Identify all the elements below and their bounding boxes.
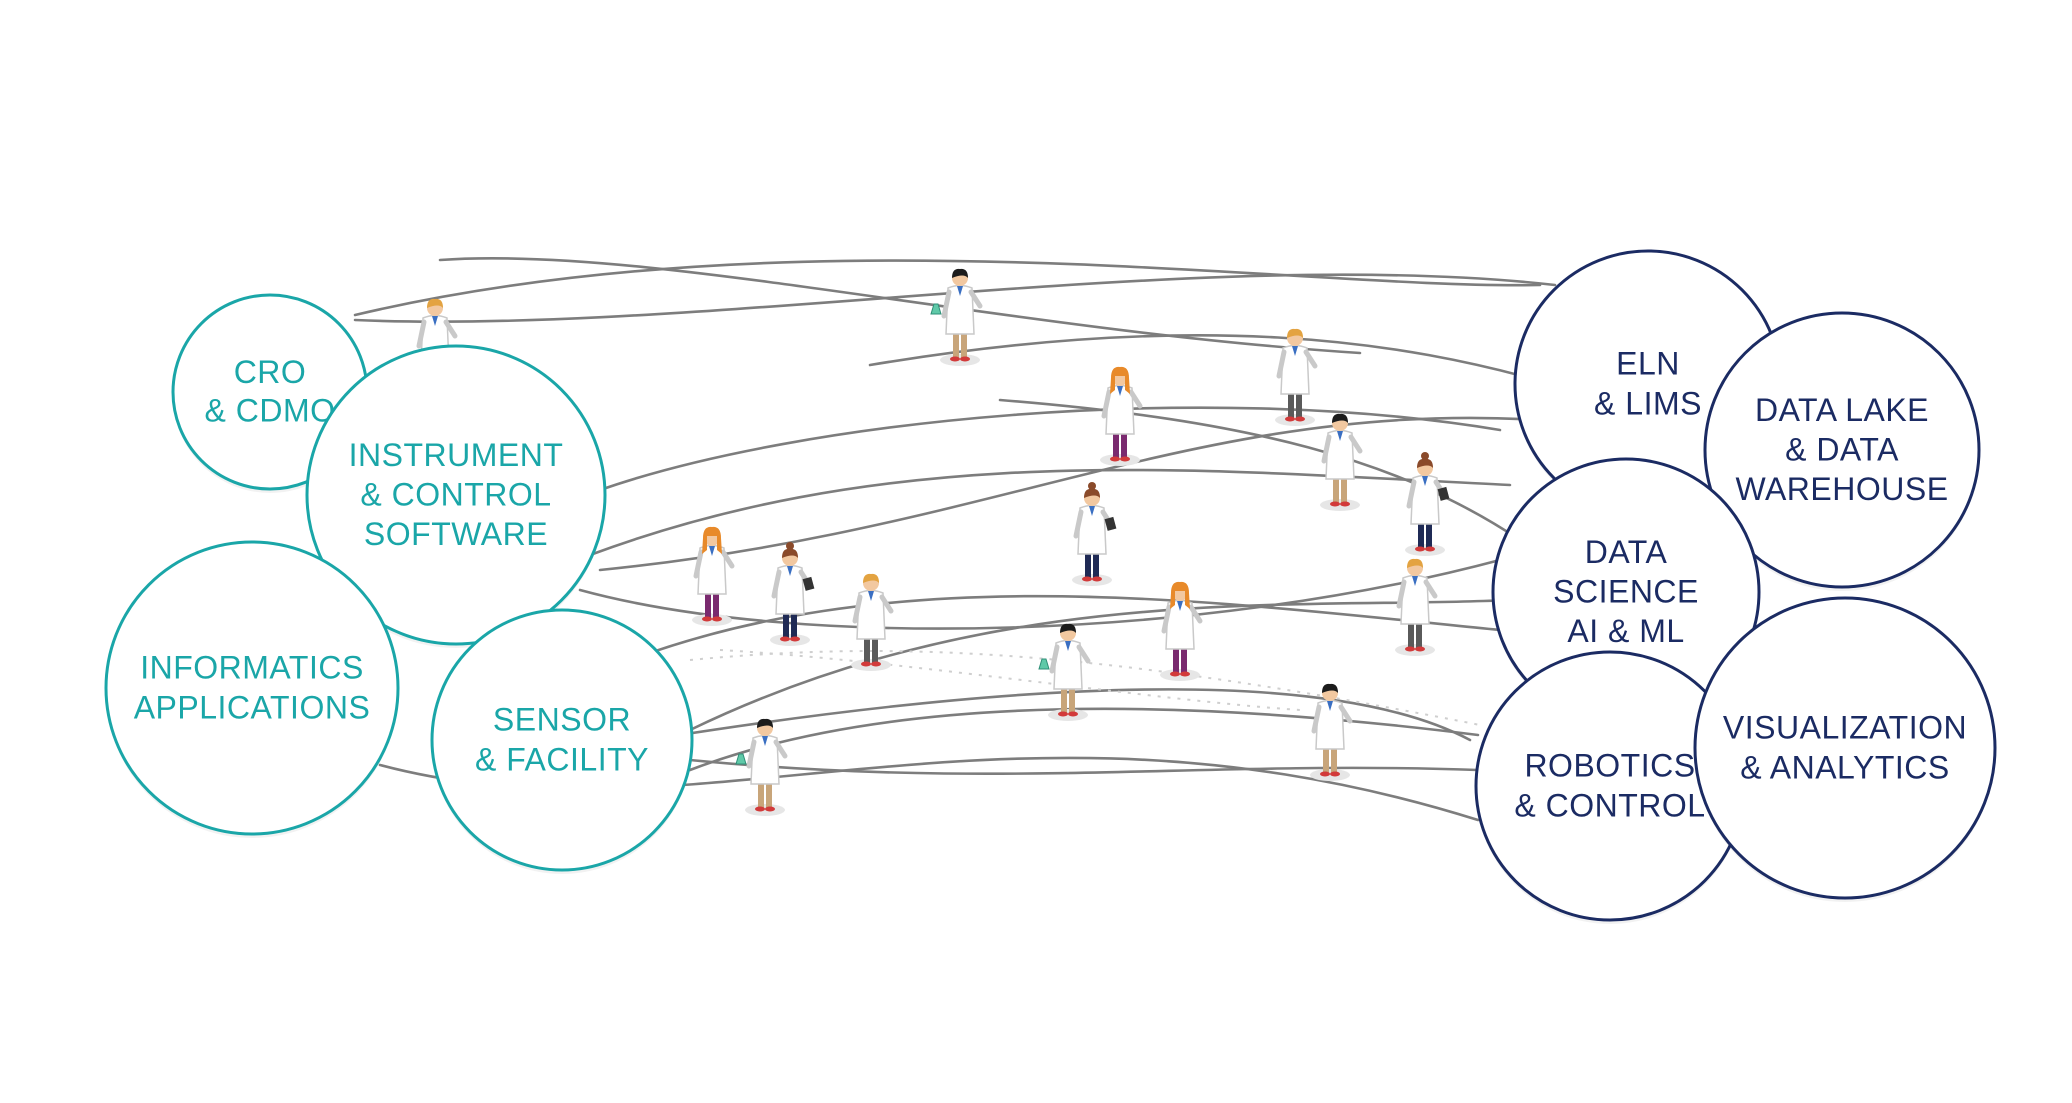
connection-line bbox=[998, 398, 1522, 542]
source-node: SENSOR& FACILITY bbox=[430, 608, 694, 874]
connection-line bbox=[628, 594, 1502, 662]
connection-line bbox=[688, 707, 1480, 772]
scientist-icon bbox=[1395, 558, 1438, 656]
source-node-label-line: & CDMO bbox=[205, 392, 336, 428]
destination-node-label-line: & ANALYTICS bbox=[1740, 749, 1949, 785]
scientist-icon bbox=[1320, 413, 1363, 511]
connection-line bbox=[868, 334, 1557, 387]
connection-line bbox=[598, 416, 1542, 572]
source-node-label-line: & CONTROL bbox=[360, 477, 551, 513]
scientists-layer bbox=[415, 268, 1450, 816]
destination-node: ROBOTICS& CONTROL bbox=[1474, 650, 1746, 924]
destination-node-label-line: DATA bbox=[1585, 534, 1668, 570]
source-node-circle bbox=[104, 540, 400, 836]
source-node-label-line: INFORMATICS bbox=[140, 650, 364, 686]
scientist-icon bbox=[851, 573, 894, 671]
scientist-icon bbox=[1405, 452, 1450, 556]
destination-node-circle bbox=[1703, 311, 1981, 589]
scientist-icon bbox=[1275, 328, 1318, 426]
destination-node-label-line: & LIMS bbox=[1594, 385, 1702, 421]
scientist-icon bbox=[1038, 623, 1091, 721]
connection-line bbox=[353, 259, 1542, 317]
scientist-icon bbox=[1072, 482, 1117, 586]
tablet-icon bbox=[1104, 516, 1117, 531]
source-node-label-line: SOFTWARE bbox=[364, 516, 548, 552]
connection-line bbox=[438, 257, 1362, 355]
destination-node-label-line: DATA LAKE bbox=[1755, 392, 1929, 428]
source-node-label-line: APPLICATIONS bbox=[134, 689, 371, 725]
destination-node-label-line: WAREHOUSE bbox=[1735, 471, 1948, 507]
scientist-icon bbox=[930, 268, 983, 366]
scientist-icon bbox=[1100, 366, 1143, 466]
flask-icon bbox=[735, 753, 747, 765]
connection-line bbox=[578, 558, 1502, 630]
source-node-label-line: CRO bbox=[234, 354, 307, 390]
destination-node-label-line: ROBOTICS bbox=[1524, 748, 1695, 784]
connection-line bbox=[598, 406, 1502, 492]
source-node-label-line: INSTRUMENT bbox=[349, 437, 564, 473]
scientist-icon bbox=[1310, 683, 1353, 781]
scientist-icon bbox=[692, 526, 735, 626]
connection-line bbox=[658, 688, 1472, 742]
scientist-icon bbox=[1160, 581, 1203, 681]
source-node-label-line: SENSOR bbox=[493, 702, 631, 738]
connection-line bbox=[588, 468, 1512, 557]
destination-node-label-line: VISUALIZATION bbox=[1723, 710, 1967, 746]
destination-node-label-line: SCIENCE bbox=[1553, 574, 1699, 610]
connection-lines bbox=[353, 257, 1557, 822]
destination-node: VISUALIZATION& ANALYTICS bbox=[1693, 596, 1997, 902]
source-node-circle bbox=[430, 608, 694, 872]
tablet-icon bbox=[1437, 486, 1450, 501]
dotted-connection-line bbox=[719, 649, 1301, 711]
destination-node-circle bbox=[1693, 596, 1997, 900]
connection-line bbox=[688, 758, 1480, 776]
destination-node-label-line: & CONTROL bbox=[1514, 787, 1705, 823]
destination-node-label-line: ELN bbox=[1616, 346, 1680, 382]
destination-node-label-line: & DATA bbox=[1785, 432, 1899, 468]
tablet-icon bbox=[802, 576, 815, 591]
scientist-icon bbox=[770, 542, 815, 646]
source-node-label-line: & FACILITY bbox=[475, 741, 649, 777]
source-node-circle bbox=[305, 344, 607, 646]
scientist-icon bbox=[735, 718, 788, 816]
flask-icon bbox=[930, 303, 942, 315]
flask-icon bbox=[1038, 658, 1050, 670]
destination-node-label-line: AI & ML bbox=[1567, 613, 1684, 649]
